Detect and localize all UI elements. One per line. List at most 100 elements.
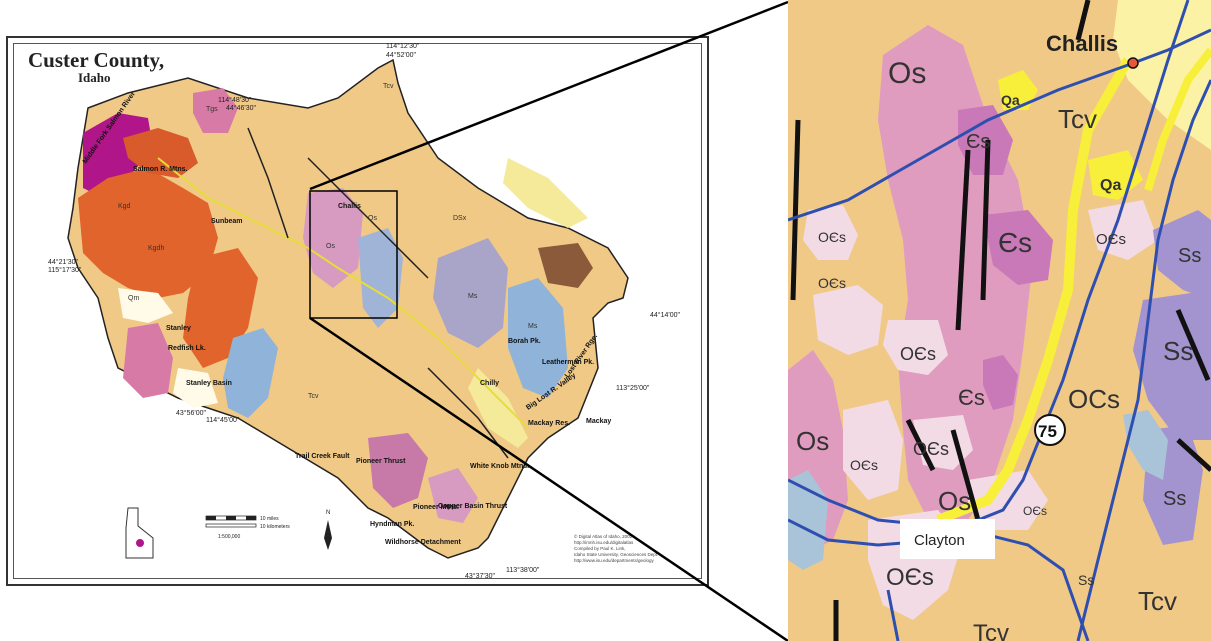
unit-qa-1 — [998, 70, 1038, 110]
unit-label-ss: Ss — [1163, 488, 1186, 510]
coord-label: 114°45'00" — [206, 416, 240, 424]
north-arrow-icon — [324, 520, 332, 550]
unit-cs-2 — [983, 210, 1053, 285]
unit-label-cs: Єs — [958, 385, 985, 410]
place-label: Chilly — [480, 380, 499, 387]
yellow-band-right — [1144, 47, 1211, 192]
coord-label: 114°12'30" — [386, 42, 420, 50]
unit-label-ss: Ss — [1163, 336, 1193, 366]
credit-line: http://imnh.isu.edu/digitalatlas — [574, 540, 634, 545]
coord-label: 113°38'00" — [506, 566, 540, 574]
coord-label: 44°46'30" — [226, 104, 256, 112]
unit-ocs-8 — [1088, 200, 1158, 260]
city-label: Challis — [1046, 31, 1118, 56]
callout-box — [900, 519, 995, 559]
place-label: Trail Creek Fault — [295, 453, 350, 460]
scale-bar-fill — [226, 516, 236, 520]
city-marker-icon — [1127, 57, 1139, 69]
unit-label-ocs: OЄs — [818, 229, 846, 245]
place-label: Pioneer Thrust — [356, 458, 406, 465]
coord-label: 43°56'00" — [176, 409, 206, 417]
scale-bar-fill — [206, 516, 216, 520]
unit-label-cs: Єs — [966, 131, 990, 153]
unit-ss-1 — [1153, 210, 1211, 300]
credit-line: http://www.isu.edu/departments/geology — [574, 558, 655, 563]
highway-number: 75 — [1038, 422, 1057, 441]
road-blue-3 — [1076, 79, 1211, 641]
place-label: Mackay Res. — [528, 420, 570, 427]
detail-geologic-map[interactable]: Challis 75 Os Os Os Єs Єs Єs Tcv Tcv Tcv… — [788, 0, 1211, 641]
road-blue-2 — [788, 0, 1190, 527]
unit-label-os: Os — [796, 426, 829, 456]
unit-label-qa: Qa — [1100, 177, 1121, 194]
overview-map-frame: Custer County, Idaho 114°12'30" — [6, 36, 709, 586]
coord-label: 113°25'00" — [616, 384, 650, 392]
coord-label: 44°21'30" — [48, 258, 78, 266]
unit-label-ocs: OЄs — [818, 275, 846, 291]
unit-label: Qs — [368, 215, 377, 222]
road-blue-5 — [886, 589, 900, 641]
unit-label-ss: Ss — [1178, 245, 1201, 267]
unit-label-qa: Qa — [1001, 92, 1020, 108]
unit-ocs-1 — [803, 205, 858, 260]
place-label: Mackay — [586, 418, 611, 425]
unit-label: Ms — [528, 323, 538, 330]
county-geologic-map[interactable]: 114°12'30" 44°52'00" 114°48'30" 44°46'30… — [8, 38, 711, 588]
unit-label: Tcv — [308, 393, 319, 400]
unit-label-os: Os — [938, 486, 971, 516]
place-label: Stanley — [166, 325, 191, 332]
place-label: Copper Basin Thrust — [438, 503, 508, 510]
place-label: Borah Pk. — [508, 338, 541, 345]
unit-label: Tgs — [206, 106, 218, 113]
unit-label-os: Os — [888, 57, 926, 90]
idaho-inset-marker — [136, 539, 144, 547]
unit-ss-2 — [1133, 290, 1211, 440]
place-label: Hyndman Pk. — [370, 521, 414, 528]
fault-line-2 — [247, 127, 289, 239]
unit-blue-gray — [1123, 410, 1168, 480]
coord-label: 43°37'30" — [465, 572, 495, 580]
unit-ocs-3 — [883, 320, 948, 375]
unit-label-ocs-big: OCs — [1068, 384, 1120, 414]
credit-line: Idaho State University, Geosciences Dept… — [574, 552, 658, 557]
unit-label-tcv: Tcv — [1058, 104, 1097, 134]
river-line-1 — [157, 157, 339, 269]
coord-label: 44°52'00" — [386, 51, 416, 59]
coord-label: 44°14'00" — [650, 311, 680, 319]
callout-label: Clayton — [914, 532, 965, 549]
fault-line-d6 — [1175, 309, 1211, 381]
scale-bar-km — [205, 523, 257, 528]
fault-line-d8 — [905, 418, 936, 472]
unit-label: Kgd — [118, 203, 131, 210]
credit-line: Compiled by Paul K. Link, — [574, 546, 626, 551]
unit-kgd-orange-2 — [123, 128, 198, 178]
fault-line-d5 — [1075, 0, 1091, 41]
unit-label-cs: Єs — [998, 227, 1032, 258]
north-label: N — [326, 510, 330, 516]
scale-ratio: 1:500,000 — [218, 534, 240, 540]
place-label: Wildhorse Detachment — [385, 539, 461, 546]
unit-magenta-nw — [83, 113, 153, 198]
unit-label: Ms — [468, 293, 478, 300]
idaho-inset-icon — [125, 507, 154, 559]
place-label: Redfish Lk. — [168, 345, 206, 352]
unit-white-qm — [118, 288, 173, 323]
unit-purple-1 — [303, 188, 363, 288]
unit-label: Kgdh — [148, 245, 164, 252]
place-label: Leatherman Pk. — [542, 359, 594, 366]
unit-cs-3 — [983, 355, 1018, 410]
unit-label-ss: Ss — [1078, 572, 1094, 588]
map-title: Custer County, — [28, 48, 165, 72]
unit-label: Tcv — [383, 83, 394, 90]
unit-ocs-4 — [843, 400, 903, 500]
detail-map-panel[interactable]: Challis 75 Os Os Os Єs Єs Єs Tcv Tcv Tcv… — [788, 0, 1211, 641]
unit-label-tcv: Tcv — [973, 620, 1009, 641]
place-label: White Knob Mtns. — [470, 463, 529, 470]
highway-yellow-band — [936, 57, 1133, 525]
place-label: Salmon R. Mtns. — [133, 166, 188, 173]
unit-brown-ne — [538, 243, 593, 288]
unit-tgs-pink — [193, 88, 238, 133]
scale-km: 10 kilometers — [260, 524, 290, 530]
unit-white-qm-2 — [173, 368, 218, 408]
unit-label: DSx — [453, 215, 467, 222]
